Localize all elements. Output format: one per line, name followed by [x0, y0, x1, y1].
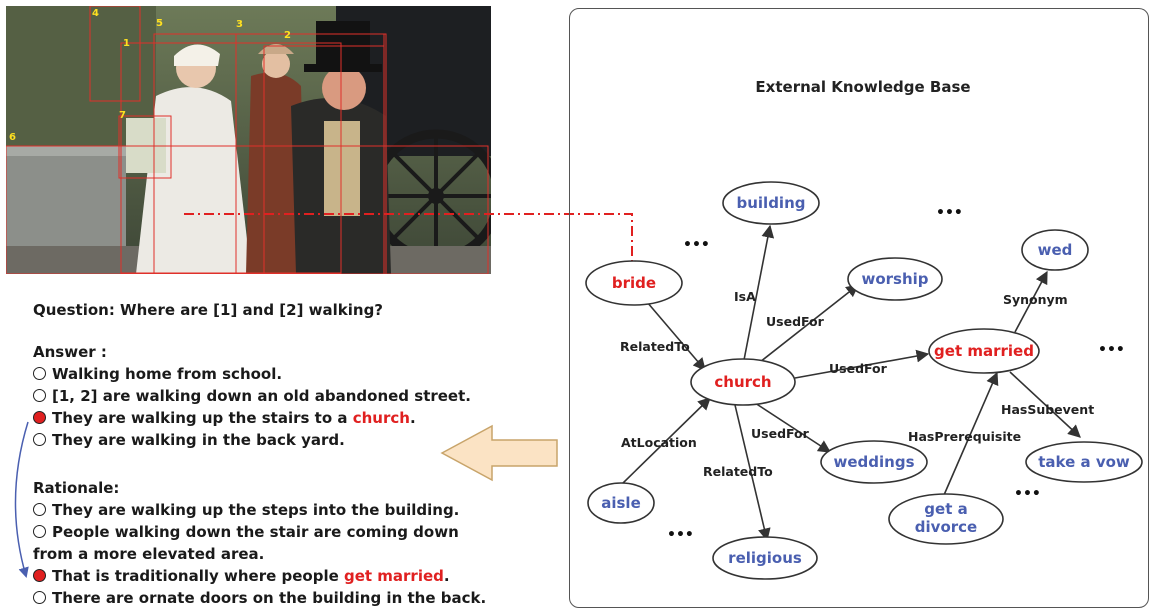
edge-relatedto-bride	[646, 301, 706, 371]
rationale-option[interactable]: People walking down the stair are coming…	[33, 523, 459, 541]
ellipsis-mark: •••	[936, 205, 963, 221]
radio-unselected-icon[interactable]	[33, 591, 46, 604]
bride-connector-line	[184, 213, 633, 262]
node-label-aisle: aisle	[601, 494, 641, 512]
ellipsis-mark: •••	[1014, 486, 1041, 502]
radio-selected-icon[interactable]	[33, 411, 46, 424]
rationale-option-selected[interactable]: That is traditionally where people get m…	[33, 567, 450, 585]
big-left-arrow-icon	[440, 424, 558, 482]
edge-usedfor-weddings	[754, 402, 832, 453]
box-label-5: 5	[156, 18, 163, 29]
edge-hassubevent	[1009, 371, 1081, 438]
edge-usedfor-worship	[759, 284, 860, 363]
edge-label-isa: IsA	[734, 289, 756, 304]
node-take-a-vow[interactable]	[1025, 441, 1143, 483]
edge-label-hasprerequisite: HasPrerequisite	[908, 429, 1021, 444]
edge-isa	[743, 224, 775, 361]
highlight-get-married: get married	[343, 567, 444, 585]
movie-still-scene: 4 5 3 2 1 7 6	[6, 6, 491, 274]
edge-label-atlocation: AtLocation	[621, 435, 697, 450]
edge-label-usedfor-married: UsedFor	[829, 361, 888, 376]
rationale-heading: Rationale:	[33, 479, 120, 497]
box-label-7: 7	[119, 110, 126, 121]
node-building[interactable]	[722, 181, 820, 225]
node-get-married[interactable]	[928, 328, 1040, 374]
edge-relatedto-religious	[734, 404, 771, 542]
node-label-church: church	[714, 373, 771, 391]
node-label-get-a-divorce-line1: get a	[924, 500, 967, 518]
node-label-building: building	[737, 194, 806, 212]
answer-heading: Answer :	[33, 343, 107, 361]
node-label-take-a-vow: take a vow	[1038, 453, 1130, 471]
radio-unselected-icon[interactable]	[33, 525, 46, 538]
edge-usedfor-married	[794, 349, 930, 379]
node-label-bride: bride	[612, 274, 656, 292]
node-church[interactable]	[690, 358, 796, 406]
box-label-2: 2	[284, 30, 291, 41]
node-label-weddings: weddings	[834, 453, 915, 471]
node-label-get-a-divorce-line2: divorce	[915, 518, 977, 536]
movie-still: 4 5 3 2 1 7 6	[6, 6, 491, 274]
edge-hasprerequisite	[943, 371, 999, 496]
rationale-option-continuation: from a more elevated area.	[33, 545, 265, 563]
radio-unselected-icon[interactable]	[33, 503, 46, 516]
rationale-option[interactable]: There are ornate doors on the building i…	[33, 589, 486, 607]
box-label-6: 6	[9, 132, 16, 143]
box-label-3: 3	[236, 19, 243, 30]
rationale-option[interactable]: They are walking up the steps into the b…	[33, 501, 459, 519]
radio-selected-icon[interactable]	[33, 569, 46, 582]
edge-label-synonym: Synonym	[1003, 292, 1068, 307]
answer-option[interactable]: They are walking in the back yard.	[33, 431, 345, 449]
radio-unselected-icon[interactable]	[33, 433, 46, 446]
box-label-4: 4	[92, 8, 99, 19]
edge-label-usedfor-worship: UsedFor	[766, 314, 825, 329]
answer-option-selected[interactable]: They are walking up the stairs to a chur…	[33, 409, 416, 427]
ellipsis-mark: •••	[683, 237, 710, 253]
node-wed[interactable]	[1021, 229, 1089, 271]
edge-label-relatedto-bride: RelatedTo	[620, 339, 690, 354]
ellipsis-mark: •••	[1098, 342, 1125, 358]
node-label-worship: worship	[861, 270, 928, 288]
node-worship[interactable]	[847, 257, 943, 301]
question-text: Question: Where are [1] and [2] walking?	[33, 301, 384, 319]
highlight-church: church	[352, 409, 410, 427]
box-label-1: 1	[123, 38, 130, 49]
knowledge-base-panel	[569, 8, 1149, 608]
edge-label-usedfor-weddings: UsedFor	[751, 426, 810, 441]
edge-label-relatedto-religious: RelatedTo	[703, 464, 773, 479]
edge-synonym	[1014, 270, 1048, 333]
node-label-get-married: get married	[934, 342, 1034, 360]
node-bride[interactable]	[585, 260, 683, 306]
answer-option[interactable]: [1, 2] are walking down an old abandoned…	[33, 387, 471, 405]
radio-unselected-icon[interactable]	[33, 389, 46, 402]
edge-atlocation	[621, 397, 711, 485]
node-get-a-divorce[interactable]	[888, 493, 1004, 545]
node-weddings[interactable]	[820, 440, 928, 484]
node-aisle[interactable]	[587, 482, 655, 524]
answer-rationale-link-arrow	[14, 421, 29, 579]
ellipsis-mark: •••	[667, 527, 694, 543]
node-label-religious: religious	[728, 549, 802, 567]
radio-unselected-icon[interactable]	[33, 367, 46, 380]
node-label-wed: wed	[1038, 241, 1073, 259]
kb-title: External Knowledge Base	[755, 78, 970, 96]
answer-option[interactable]: Walking home from school.	[33, 365, 282, 383]
edge-label-hassubevent: HasSubevent	[1001, 402, 1094, 417]
node-religious[interactable]	[712, 536, 818, 580]
